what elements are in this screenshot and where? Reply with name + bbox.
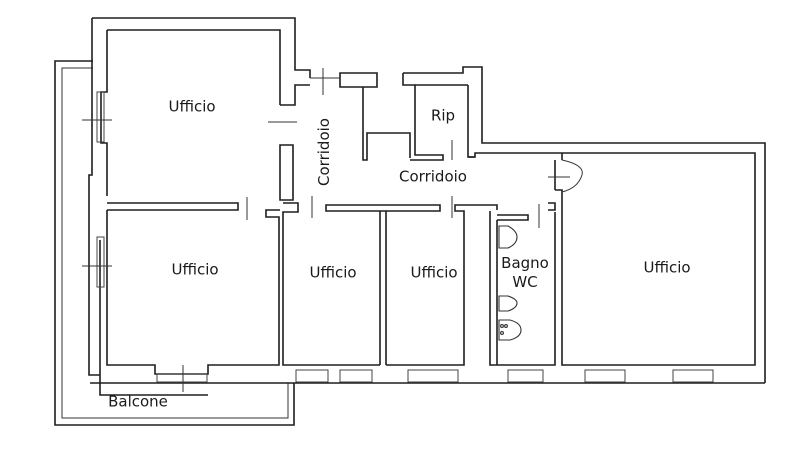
exterior-walls [88, 17, 766, 384]
room-label-bagno: Bagno WC [501, 254, 549, 292]
bidet-icon [498, 295, 518, 312]
toilet-icon [498, 225, 518, 249]
room-label-ufficio-1: Ufficio [168, 97, 216, 116]
room-label-corridoio-horizontal: Corridoio [399, 167, 467, 186]
bagno-label-line2: WC [512, 273, 538, 291]
room-label-ufficio-2: Ufficio [171, 260, 219, 279]
interior-walls [99, 72, 756, 396]
sink-icon [498, 319, 522, 341]
windows [82, 91, 714, 392]
room-label-balcone: Balcone [108, 392, 168, 411]
room-label-ufficio-3: Ufficio [309, 263, 357, 282]
bathroom-fixtures [498, 225, 522, 341]
room-label-ripostiglio: Rip [430, 106, 456, 125]
room-label-ufficio-5: Ufficio [643, 258, 691, 277]
balcony-outline [54, 60, 295, 426]
bagno-label-line1: Bagno [501, 254, 549, 272]
room-label-ufficio-4: Ufficio [410, 263, 458, 282]
door-markers [246, 68, 583, 228]
room-label-corridoio-vertical: Corridoio [315, 118, 333, 186]
